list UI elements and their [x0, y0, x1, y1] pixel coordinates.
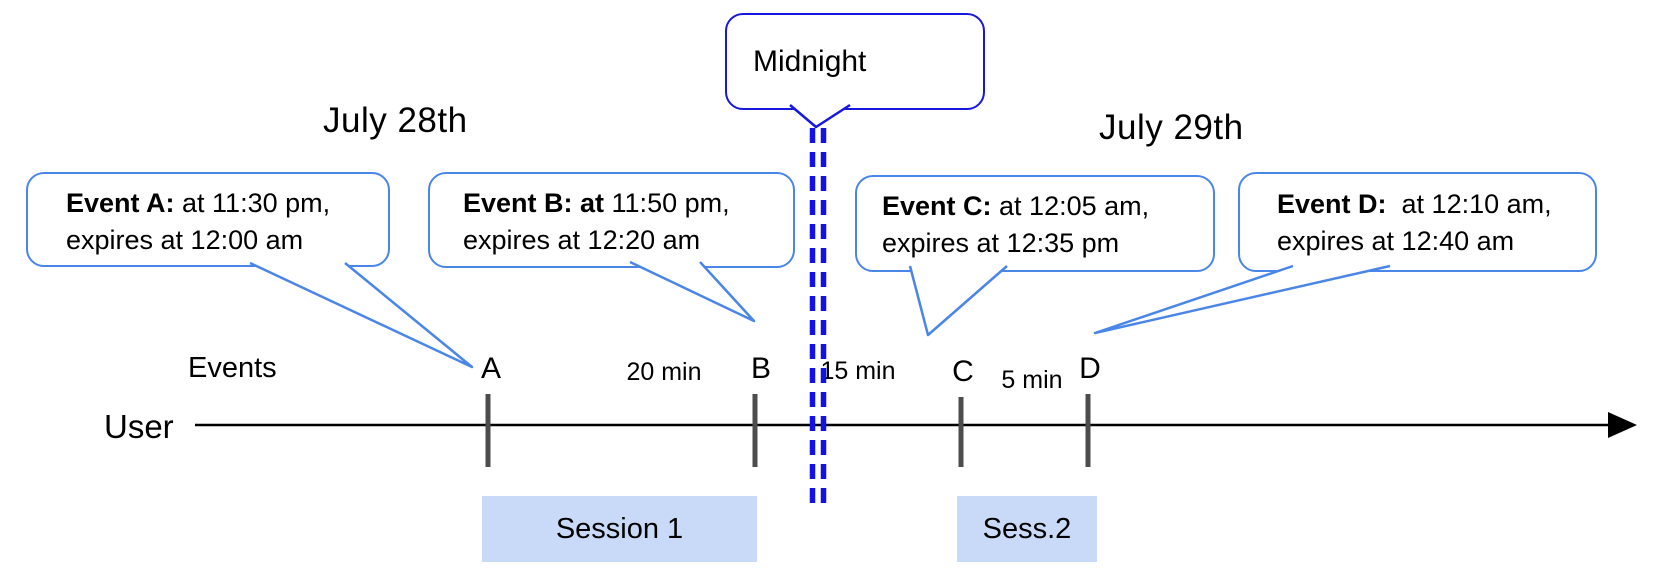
tick-label-c: C: [952, 355, 974, 388]
interval-5min: 5 min: [1001, 366, 1063, 394]
tick-label-a: A: [480, 352, 502, 385]
interval-20min: 20 min: [626, 358, 702, 386]
event-b-callout: Event B: at 11:50 pm, expires at 12:20 a…: [428, 172, 795, 268]
event-b-expiry: expires at 12:20 am: [463, 225, 701, 255]
event-b-time: 11:50 pm,: [604, 188, 730, 218]
event-d-line1: Event D: at 12:10 am,: [1277, 186, 1595, 223]
event-b-callout-tail: [629, 260, 756, 323]
event-c-title: Event C:: [882, 191, 992, 221]
tick-label-b: B: [750, 352, 772, 385]
timeline-arrowhead-icon: [1608, 412, 1637, 438]
date-july-29: July 29th: [1099, 108, 1244, 147]
session-1-label: Session 1: [555, 512, 684, 545]
event-a-callout: Event A: at 11:30 pm, expires at 12:00 a…: [26, 172, 390, 267]
user-axis-label: User: [104, 408, 174, 445]
session-2-label: Sess.2: [982, 512, 1072, 545]
event-c-line2: expires at 12:35 pm: [882, 225, 1213, 262]
midnight-label: Midnight: [753, 45, 867, 78]
event-a-expiry: expires at 12:00 am: [66, 225, 304, 255]
event-a-title: Event A:: [66, 188, 175, 218]
events-row-label: Events: [188, 352, 277, 384]
event-a-line2: expires at 12:00 am: [66, 222, 388, 259]
event-d-time: at 12:10 am,: [1386, 189, 1552, 219]
event-b-title: Event B: at: [463, 188, 605, 218]
session-2-bar: Sess.2: [957, 496, 1097, 562]
midnight-callout: Midnight: [725, 13, 985, 110]
event-d-title: Event D:: [1277, 189, 1387, 219]
event-c-line1: Event C: at 12:05 am,: [882, 188, 1213, 225]
interval-15min: 15 min: [820, 357, 896, 385]
date-july-28: July 28th: [323, 101, 468, 140]
event-d-line2: expires at 12:40 am: [1277, 223, 1595, 260]
event-c-time: at 12:05 am,: [991, 191, 1150, 221]
event-c-callout-tail: [908, 265, 1008, 337]
event-d-expiry: expires at 12:40 am: [1277, 226, 1515, 256]
event-a-time: at 11:30 pm,: [174, 188, 331, 218]
event-b-line1: Event B: at 11:50 pm,: [463, 185, 793, 222]
event-c-expiry: expires at 12:35 pm: [882, 228, 1120, 258]
event-a-line1: Event A: at 11:30 pm,: [66, 185, 388, 222]
session-1-bar: Session 1: [482, 496, 757, 562]
event-a-callout-tail: [249, 261, 474, 369]
event-b-line2: expires at 12:20 am: [463, 222, 793, 259]
tick-label-d: D: [1079, 352, 1101, 385]
event-c-callout: Event C: at 12:05 am, expires at 12:35 p…: [855, 175, 1215, 272]
event-d-callout: Event D: at 12:10 am, expires at 12:40 a…: [1238, 172, 1597, 272]
event-d-callout-tail: [1093, 264, 1391, 335]
